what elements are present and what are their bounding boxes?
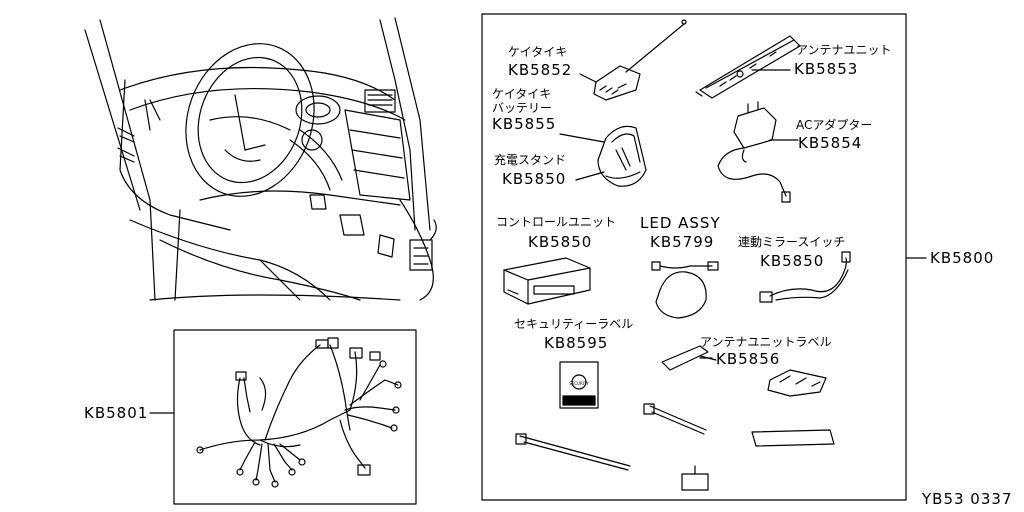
part-name-antenna-label: アンテナユニットラベル [700,335,832,349]
charging-stand-drawing [575,125,647,187]
vehicle-interior-drawing [84,17,437,301]
part-name-mirror-switch: 連動ミラースイッチ [738,235,846,249]
phone-unit-drawing [579,19,687,101]
part-name-control-unit: コントロールユニット [496,215,617,229]
mirror-switch-drawing [759,251,851,303]
antenna-label-drawing [661,345,713,371]
part-code-battery: KB5855 [492,115,557,133]
wire-harness-drawing [196,337,402,488]
part-code-control-unit: KB5850 [528,233,593,251]
antenna-unit-drawing [695,35,801,99]
part-name-battery-2: バッテリー [492,101,553,115]
part-code-phone: KB5852 [508,61,573,79]
harness-box [173,329,417,505]
cable-tie-drawing [643,403,707,435]
control-unit-drawing [503,257,591,305]
kit-frame [481,13,907,501]
kit-code: KB5800 [930,249,995,267]
cable-tie-long-drawing [515,433,631,471]
part-code-charging-stand: KB5850 [502,170,567,188]
ac-adapter-drawing [717,101,799,203]
diagram-code: YB53 0337 [922,490,1013,508]
part-name-ac-adapter: ACアダプター [796,118,873,132]
part-code-antenna-label: KB5856 [716,350,781,368]
security-card-text: SECURITY [569,381,589,386]
part-code-mirror-switch: KB5850 [760,252,825,270]
small-card-drawing [681,465,709,491]
part-code-antenna: KB5853 [794,60,859,78]
led-assy-drawing [651,261,719,319]
part-name-led-assy: LED ASSY [640,214,721,232]
part-name-charging-stand: 充電スタンド [494,153,567,167]
part-name-antenna: アンテナユニット [796,43,892,57]
part-name-phone: ケイタイキ [508,45,568,59]
part-code-ac-adapter: KB5854 [798,134,863,152]
part-name-battery: ケイタイキ [492,87,552,101]
part-code-led-assy: KB5799 [650,233,715,251]
security-label-drawing [559,361,599,409]
part-name-security-label: セキュリティーラベル [514,317,634,331]
tape-drawing [751,429,835,447]
part-code-security-label: KB8595 [544,334,609,352]
harness-code: KB5801 [84,404,149,422]
clips-drawing [767,369,827,397]
